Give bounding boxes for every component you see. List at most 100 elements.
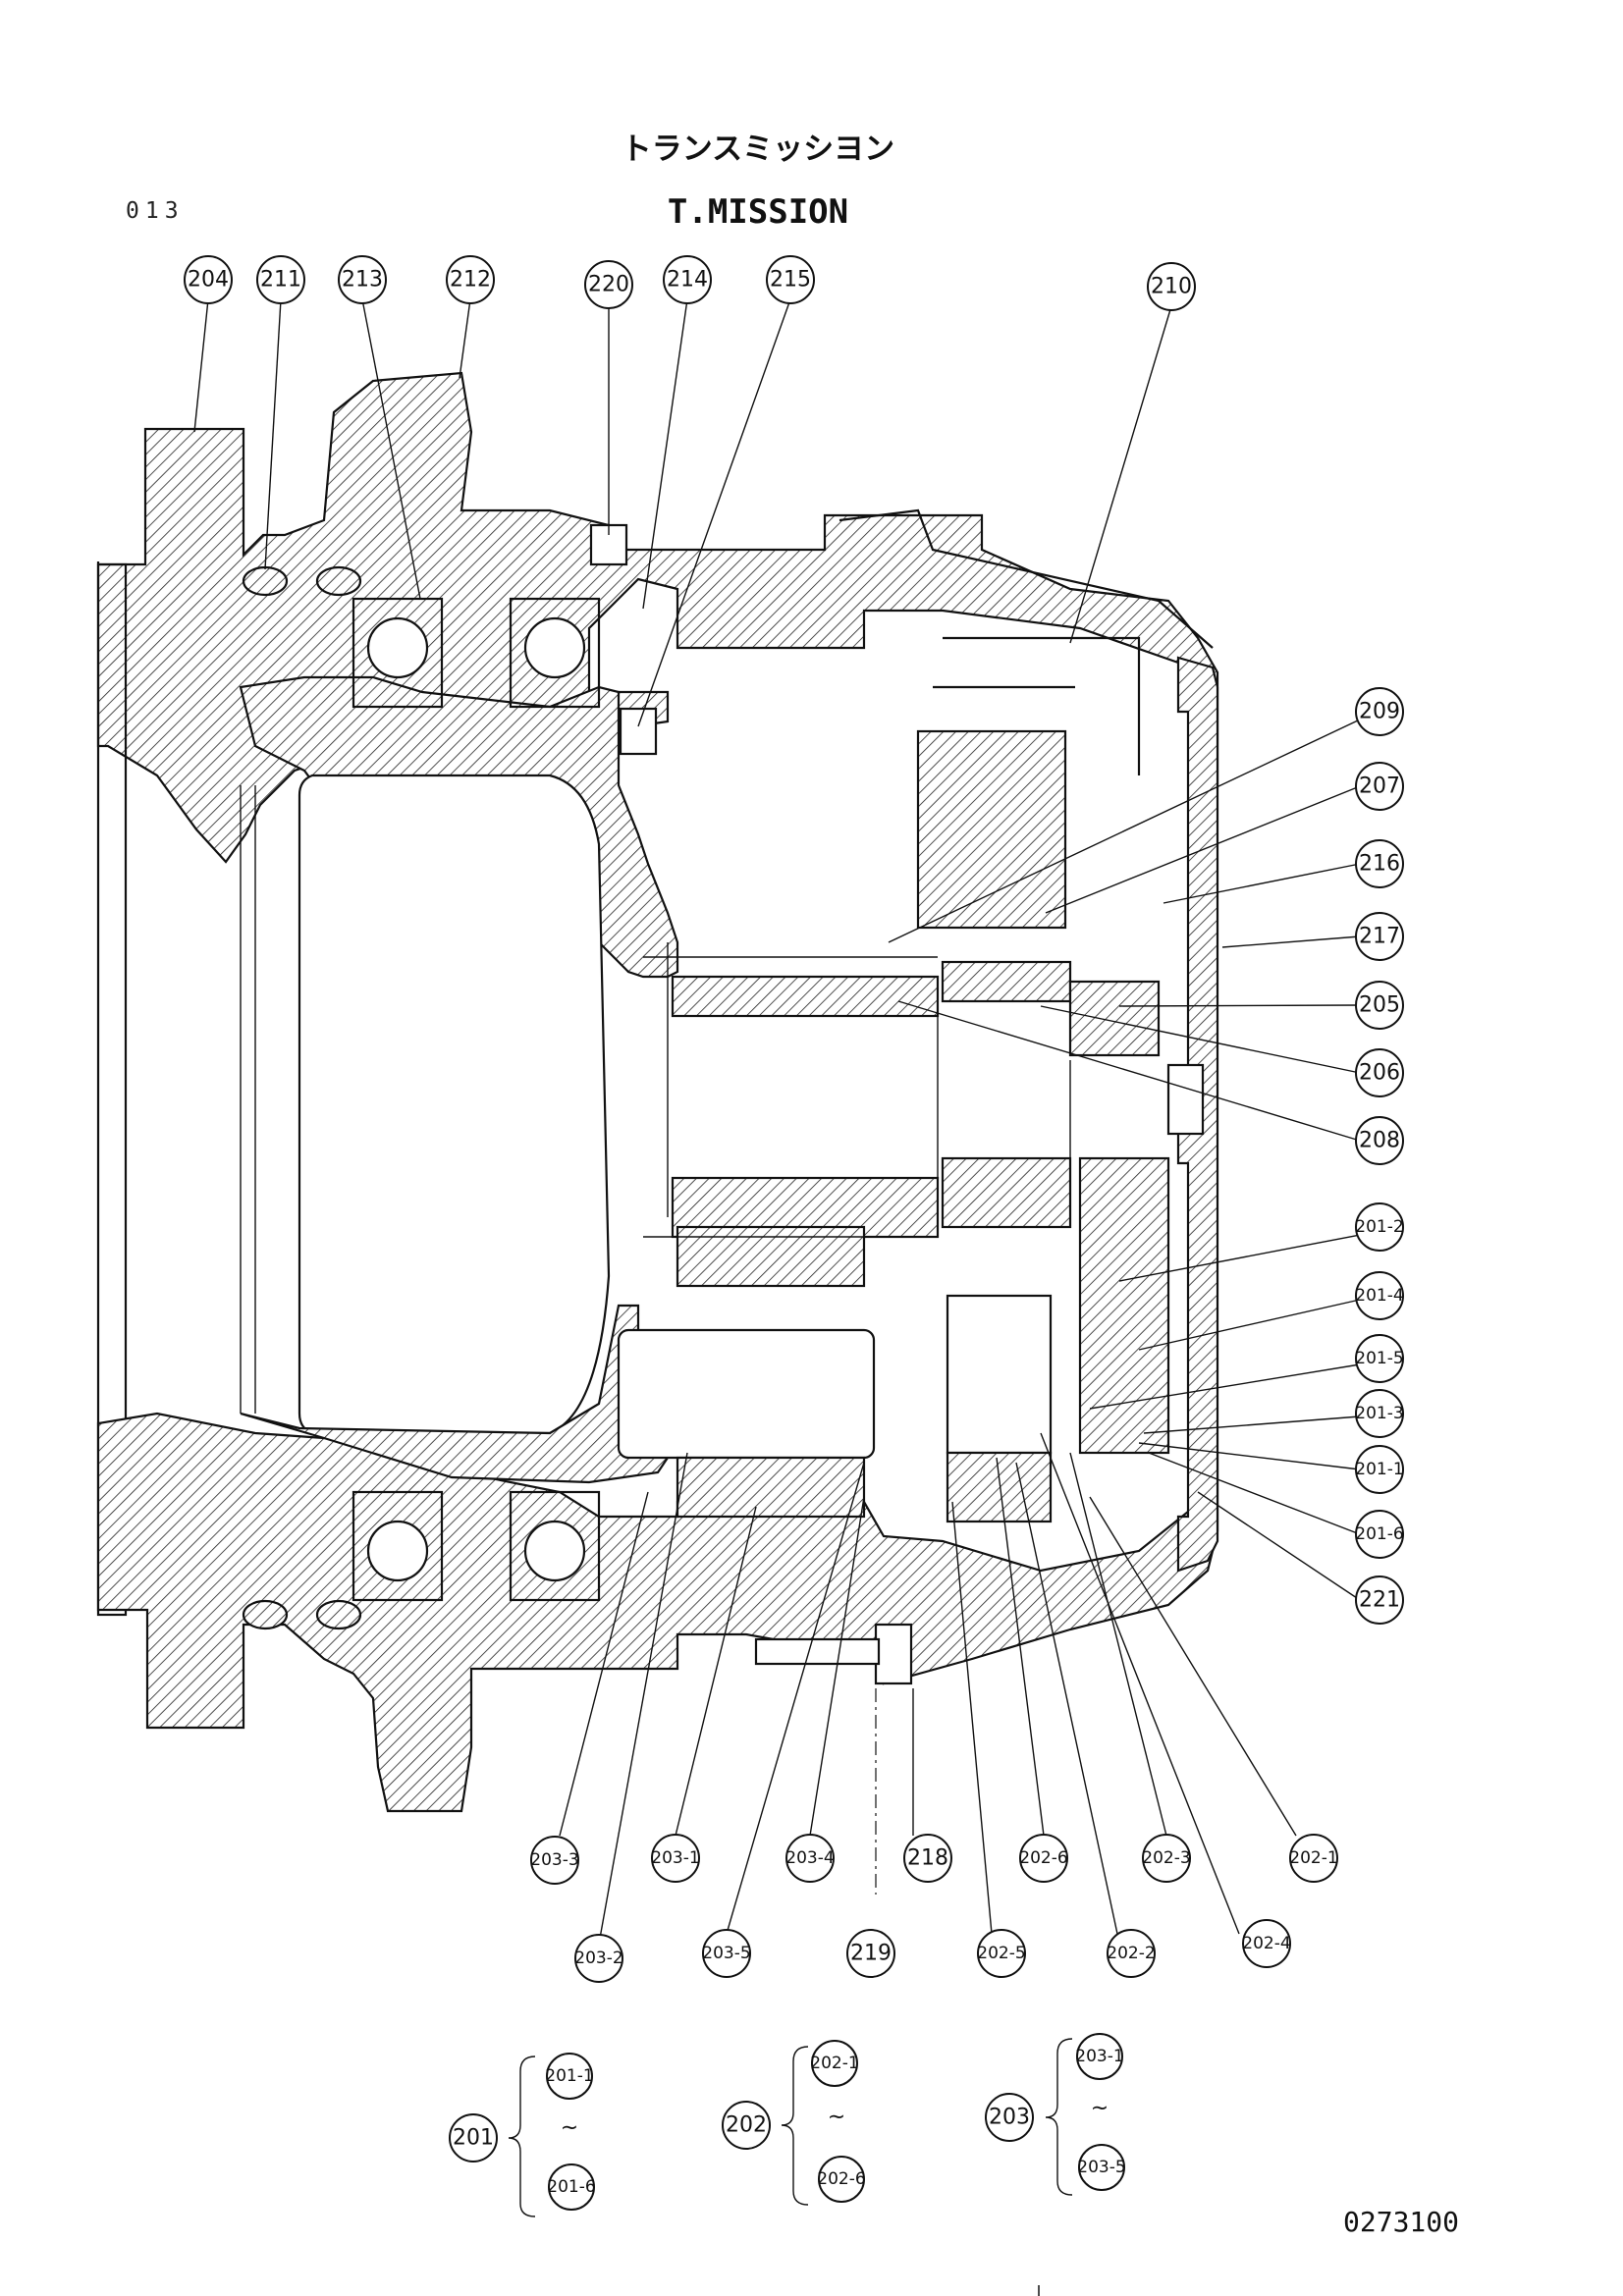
callout-216: 216 (1355, 839, 1404, 888)
svg-text:215: 215 (770, 268, 811, 293)
assembly-201-id: 201 (449, 2113, 498, 2163)
svg-text:203-1: 203-1 (1075, 2047, 1123, 2066)
assembly-body (96, 371, 1219, 1895)
assembly-202-first: 202-1 (810, 2040, 859, 2087)
callout-217: 217 (1355, 912, 1404, 961)
svg-text:203: 203 (989, 2106, 1030, 2130)
page-number: 013 (126, 198, 185, 224)
floating-seal-upper (242, 565, 362, 597)
svg-text:202-1: 202-1 (1289, 1848, 1337, 1868)
callout-207: 207 (1355, 762, 1404, 811)
callout-201-3: 201-3 (1355, 1389, 1404, 1438)
plug-218 (874, 1623, 913, 1685)
callout-214: 214 (663, 255, 712, 304)
sun-gear-upper (671, 975, 940, 1018)
svg-text:218: 218 (907, 1846, 948, 1871)
callout-201-2: 201-2 (1355, 1202, 1404, 1252)
left-flange-face (96, 562, 128, 1617)
assembly-group-202: 202 202-1 ~ 202-6 (722, 2040, 866, 2206)
svg-text:217: 217 (1359, 925, 1400, 949)
assembly-201-last: 201-6 (547, 2163, 596, 2211)
assembly-202-id: 202 (722, 2101, 771, 2150)
svg-text:205: 205 (1359, 993, 1400, 1018)
bolt-219 (754, 1637, 881, 1666)
assembly-202-last: 202-6 (817, 2156, 866, 2203)
svg-text:202-6: 202-6 (817, 2169, 865, 2189)
bearing-lower-right (509, 1490, 601, 1602)
svg-text:221: 221 (1359, 1588, 1400, 1613)
assembly-202-range: ~ (828, 2106, 845, 2130)
svg-text:207: 207 (1359, 774, 1400, 799)
svg-text:202-6: 202-6 (1019, 1848, 1067, 1868)
svg-text:220: 220 (588, 273, 629, 297)
callout-203-3: 203-3 (530, 1836, 579, 1885)
svg-text:212: 212 (450, 268, 491, 293)
carrier-plate-right (1078, 1156, 1170, 1455)
carrier-window (298, 774, 611, 1435)
svg-text:201-4: 201-4 (1355, 1286, 1403, 1306)
callout-210: 210 (1147, 262, 1196, 311)
callout-202-1: 202-1 (1289, 1834, 1338, 1883)
svg-text:201-1: 201-1 (1355, 1460, 1403, 1479)
svg-text:203-5: 203-5 (1077, 2158, 1125, 2177)
bearing-upper-right (509, 597, 601, 709)
callout-203-4: 203-4 (785, 1834, 835, 1883)
planet-pin-203 (617, 1328, 876, 1460)
svg-text:202-1: 202-1 (810, 2054, 858, 2073)
svg-text:203-4: 203-4 (785, 1848, 834, 1868)
floating-seal-lower (242, 1599, 362, 1630)
title-japanese: トランスミッシヨン (622, 132, 894, 167)
svg-text:202-3: 202-3 (1142, 1848, 1190, 1868)
callout-202-6: 202-6 (1019, 1834, 1068, 1883)
planet-gear-202-bottom (946, 1451, 1053, 1523)
planet-gear-203 (676, 1456, 866, 1519)
svg-text:203-5: 203-5 (702, 1944, 750, 1963)
callout-218: 218 (903, 1834, 952, 1883)
plug-right (1166, 1063, 1205, 1136)
planet-gear-2 (941, 1156, 1072, 1229)
callout-208: 208 (1355, 1116, 1404, 1165)
callout-201-6: 201-6 (1355, 1510, 1404, 1559)
svg-text:201-2: 201-2 (1355, 1217, 1403, 1237)
assembly-203-first: 203-1 (1075, 2033, 1124, 2080)
callout-213: 213 (338, 255, 387, 304)
svg-text:219: 219 (850, 1942, 892, 1966)
callout-201-1: 201-1 (1355, 1445, 1404, 1494)
callout-201-4: 201-4 (1355, 1271, 1404, 1320)
callout-209: 209 (1355, 687, 1404, 736)
callout-203-2: 203-2 (574, 1934, 623, 1983)
svg-text:206: 206 (1359, 1061, 1400, 1086)
callout-202-5: 202-5 (977, 1929, 1026, 1978)
assembly-201-first: 201-1 (545, 2053, 594, 2100)
svg-text:201-1: 201-1 (545, 2066, 593, 2086)
svg-text:202: 202 (726, 2113, 767, 2138)
svg-text:214: 214 (667, 268, 708, 293)
callout-203-5: 203-5 (702, 1929, 751, 1978)
planet-gear-203-top (676, 1225, 866, 1288)
callout-206: 206 (1355, 1048, 1404, 1097)
assembly-203-id: 203 (985, 2093, 1034, 2142)
svg-text:201-6: 201-6 (1355, 1524, 1403, 1544)
bolt-215 (619, 707, 658, 756)
title-english: T.MISSION (668, 192, 848, 232)
sun-shaft-right (1068, 980, 1161, 1057)
svg-text:202-4: 202-4 (1242, 1934, 1290, 1953)
svg-text:216: 216 (1359, 852, 1400, 877)
housing-rim (839, 508, 1214, 649)
callout-201-5: 201-5 (1355, 1334, 1404, 1383)
callout-212: 212 (446, 255, 495, 304)
callout-202-3: 202-3 (1142, 1834, 1191, 1883)
svg-text:203-1: 203-1 (651, 1848, 699, 1868)
svg-text:201-5: 201-5 (1355, 1349, 1403, 1368)
planet-gear-1 (941, 960, 1072, 1003)
ring-gear-block (916, 729, 1067, 930)
drawing-number: 0273100 (1343, 2206, 1459, 2238)
svg-text:202-2: 202-2 (1107, 1944, 1155, 1963)
svg-text:211: 211 (260, 268, 301, 293)
callout-202-2: 202-2 (1107, 1929, 1156, 1978)
callout-219: 219 (846, 1929, 895, 1978)
leader-lines (193, 298, 1361, 1945)
svg-text:201-3: 201-3 (1355, 1404, 1403, 1423)
callout-205: 205 (1355, 981, 1404, 1030)
svg-text:203-3: 203-3 (530, 1850, 578, 1870)
